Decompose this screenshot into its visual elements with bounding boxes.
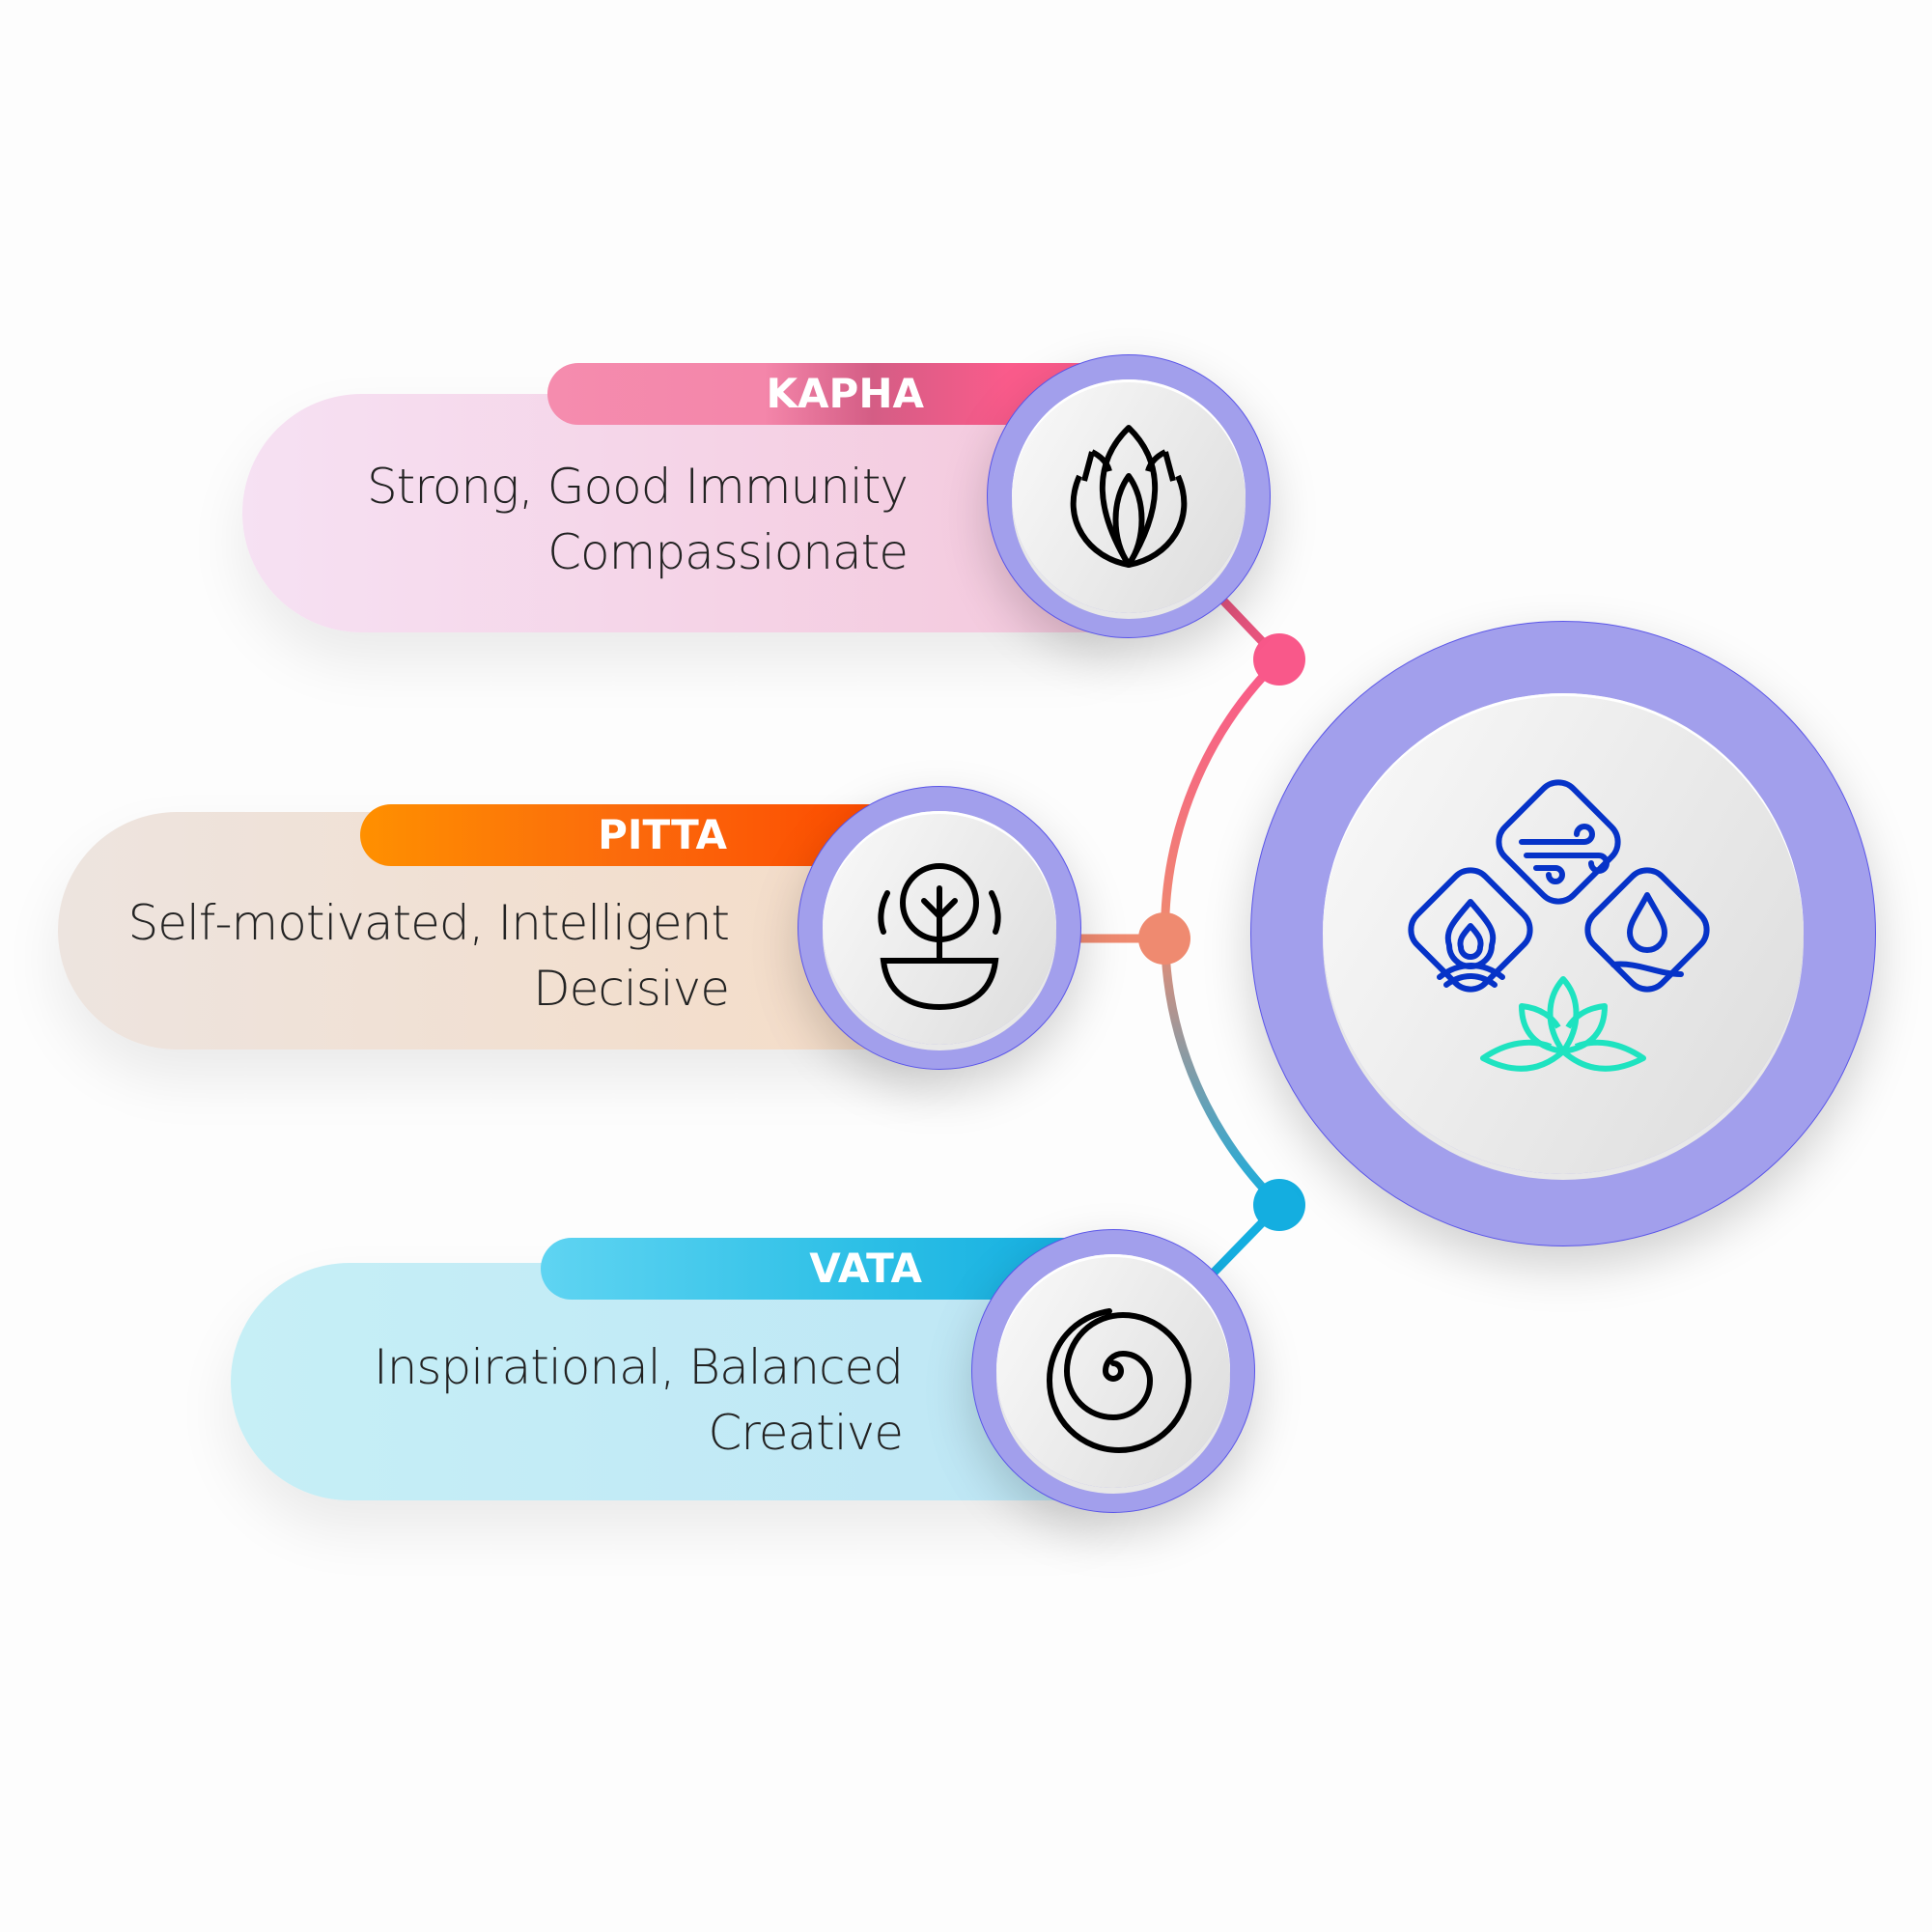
vata-description: Inspirational, Balanced Creative <box>270 1334 904 1466</box>
pitta-label: PITTA <box>360 804 891 866</box>
vata-line-2: Creative <box>708 1405 904 1461</box>
pitta-dot <box>1138 912 1190 965</box>
elements-lotus-icon <box>1408 779 1710 1072</box>
kapha-icon-circle <box>987 354 1271 638</box>
kapha-line-1: Strong, Good Immunity <box>366 459 909 515</box>
vata-dot <box>1253 1179 1305 1231</box>
kapha-description: Strong, Good Immunity Compassionate <box>290 454 909 585</box>
spiral-icon <box>1046 1308 1192 1454</box>
vata-icon-circle <box>971 1229 1255 1513</box>
kapha-card <box>242 394 1111 632</box>
pitta-line-1: Self-motivated, Intelligent <box>127 895 731 951</box>
air-element-icon <box>1496 779 1621 905</box>
lotus-icon <box>1070 425 1188 568</box>
tree-bowl-icon <box>878 863 1001 1011</box>
center-circle <box>1250 621 1876 1246</box>
kapha-line-2: Compassionate <box>547 524 909 580</box>
fire-element-icon <box>1408 867 1533 993</box>
vata-line-1: Inspirational, Balanced <box>374 1339 904 1395</box>
vata-label: VATA <box>541 1238 1086 1300</box>
lotus-icon <box>1480 976 1646 1072</box>
pitta-description: Self-motivated, Intelligent Decisive <box>97 890 731 1022</box>
kapha-dot <box>1253 633 1305 686</box>
pitta-line-2: Decisive <box>533 961 730 1017</box>
water-element-icon <box>1584 867 1710 993</box>
vata-card <box>231 1263 1100 1500</box>
kapha-label: KAPHA <box>547 363 1088 425</box>
pitta-icon-circle <box>798 786 1081 1070</box>
